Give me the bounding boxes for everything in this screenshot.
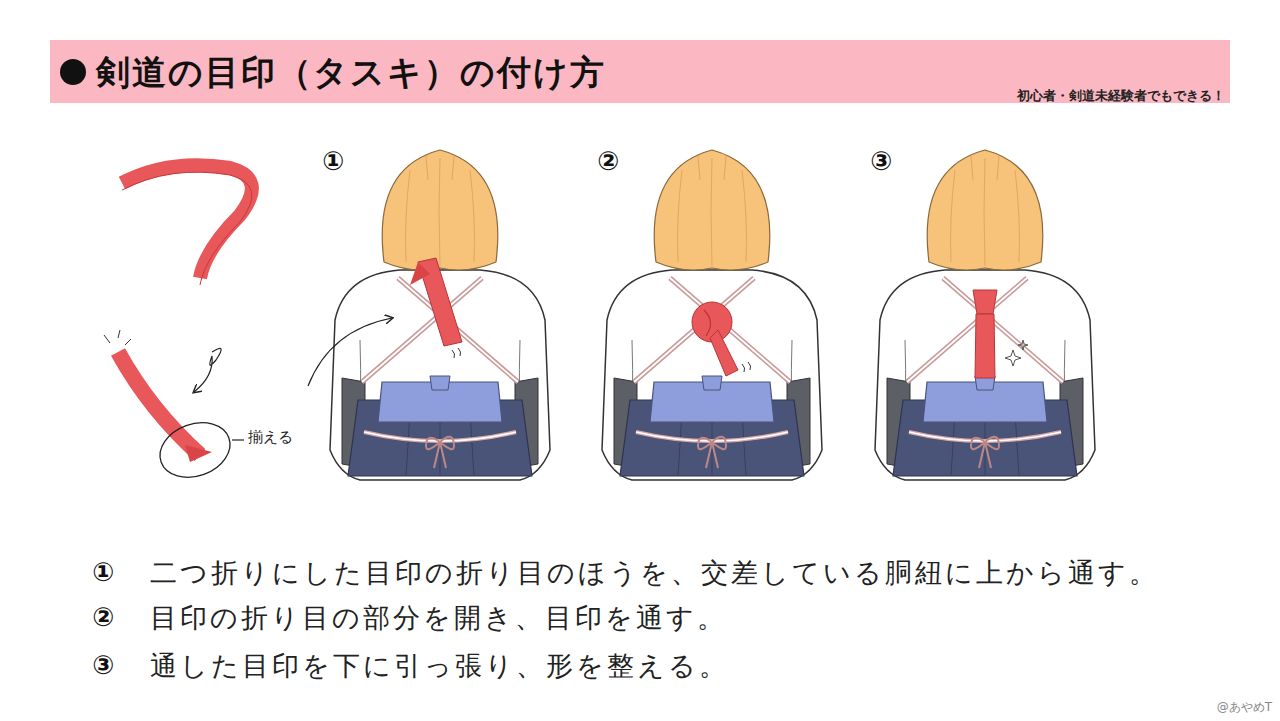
step-number: ① bbox=[92, 557, 114, 588]
callout-number: ② bbox=[597, 146, 619, 177]
note-label: 揃える bbox=[248, 428, 293, 446]
callout-number: ① bbox=[322, 146, 344, 177]
step-3-figure bbox=[875, 150, 1095, 480]
step-2-figure bbox=[602, 150, 822, 480]
step-1-figure bbox=[330, 150, 550, 480]
title-band bbox=[50, 40, 1230, 103]
page-title: 剣道の目印（タスキ）の付け方 bbox=[96, 52, 606, 93]
pointer-arrow bbox=[308, 318, 392, 386]
bullet bbox=[60, 59, 86, 85]
ribbon-illustration bbox=[104, 165, 252, 487]
step-number: ③ bbox=[92, 650, 114, 681]
step-text: 目印の折り目の部分を開き、目印を通す。 bbox=[150, 602, 727, 634]
watermark: @あやめT bbox=[1217, 700, 1272, 714]
callout-number: ③ bbox=[870, 146, 892, 177]
step-number: ② bbox=[92, 602, 114, 633]
subtitle: 初心者・剣道未経験者でもできる！ bbox=[1017, 88, 1225, 104]
step-text: 通した目印を下に引っ張り、形を整える。 bbox=[150, 650, 729, 682]
step-text: 二つ折りにした目印の折り目のほうを、交差している胴紐に上から通す。 bbox=[150, 557, 1159, 589]
